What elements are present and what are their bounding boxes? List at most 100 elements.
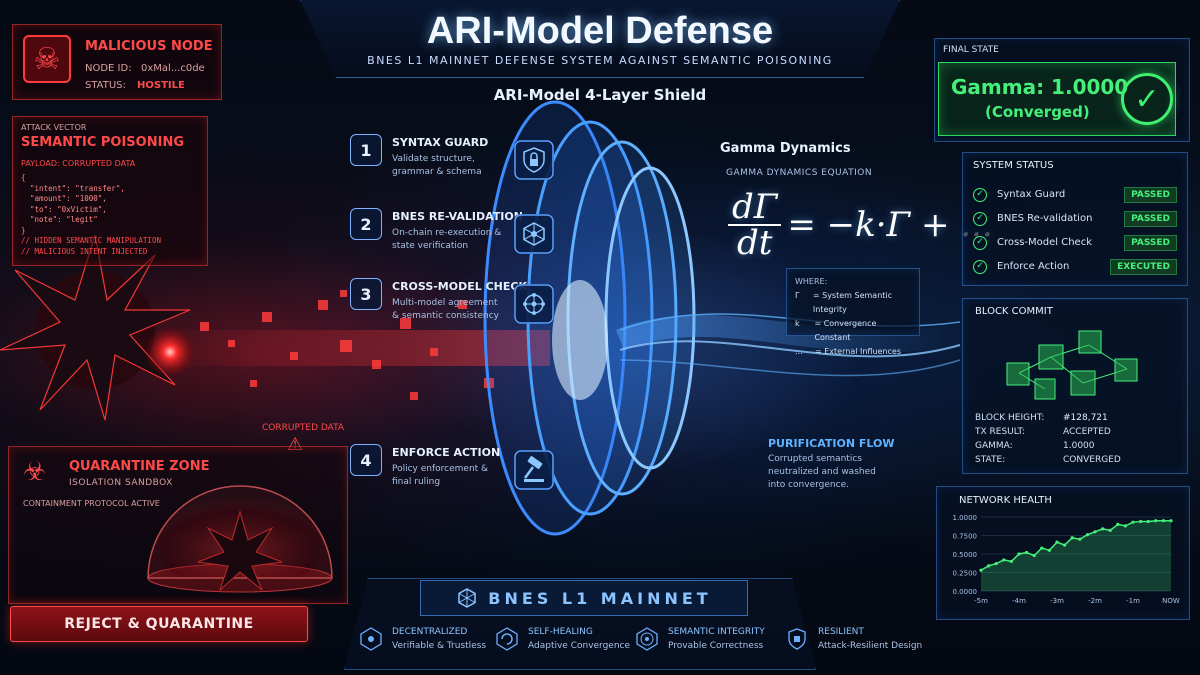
status-badge: PASSED — [1124, 187, 1177, 203]
biohazard-icon: ☣ — [23, 457, 47, 487]
y-tick-label: 0.0000 — [953, 588, 978, 596]
shield-layers — [483, 100, 696, 536]
data-point — [1108, 528, 1112, 532]
x-tick-label: -2m — [1088, 597, 1102, 605]
equation-legend: WHERE: Γ = System Semantic Integrity k =… — [786, 268, 920, 356]
data-point — [979, 568, 983, 572]
layer-number: 1 — [350, 134, 382, 166]
feature-desc: Verifiable & Trustless — [392, 641, 487, 651]
where-desc: = Convergence Constant — [814, 319, 877, 342]
check-circle-icon: ✓ — [1121, 73, 1173, 125]
quarantine-panel: ☣ QUARANTINE ZONE ISOLATION SANDBOX CONT… — [8, 446, 348, 604]
y-tick-label: 0.5000 — [953, 551, 978, 559]
layer-desc: On-chain re-execution & state verificati… — [392, 228, 502, 251]
gavel-icon — [514, 450, 554, 490]
reject-quarantine-button[interactable]: REJECT & QUARANTINE — [10, 606, 308, 642]
gamma-value: Gamma: 1.0000 — [951, 75, 1129, 99]
data-point — [1055, 540, 1059, 544]
check-icon: ✓ — [973, 260, 987, 274]
code-line: "to": "0xVictim", — [21, 204, 107, 214]
data-point — [1146, 519, 1150, 524]
y-tick-label: 0.2500 — [953, 570, 978, 578]
final-state-label: FINAL STATE — [943, 45, 999, 55]
data-point — [1002, 558, 1006, 562]
check-icon: ✓ — [973, 236, 987, 250]
data-point — [1169, 519, 1173, 523]
data-point — [1047, 548, 1051, 552]
block-commit-panel: BLOCK COMMIT BLOCK HEIGHT: #128,721 TX R… — [962, 298, 1188, 474]
data-point — [1131, 520, 1135, 524]
malicious-node-title: MALICIOUS NODE — [85, 39, 213, 54]
status-label: STATUS: — [85, 80, 126, 91]
feature-title: RESILIENT — [818, 627, 864, 637]
feature-desc: Attack-Resilient Design — [818, 641, 923, 651]
corrupted-data-label: CORRUPTED DATA — [262, 423, 345, 433]
status-label: BNES Re-validation — [997, 213, 1093, 224]
data-point — [1161, 519, 1165, 523]
where-desc: = System Semantic Integrity — [812, 291, 893, 314]
data-point — [1017, 552, 1021, 556]
code-line: } — [21, 225, 26, 235]
data-point — [1123, 524, 1127, 528]
feature-desc: Adaptive Convergence — [528, 641, 631, 651]
equation-numerator: dΓ — [728, 190, 782, 226]
data-point — [1154, 519, 1158, 523]
y-tick-label: 1.0000 — [953, 514, 978, 522]
mainnet-title: BNES L1 MAINNET — [420, 580, 748, 616]
code-line: "amount": "1000", — [21, 194, 107, 203]
where-symbol: Γ — [795, 291, 800, 300]
skull-icon: ☠ — [23, 35, 71, 83]
status-label: Syntax Guard — [997, 189, 1066, 200]
purification-desc: Corrupted semantics neutralized and wash… — [768, 454, 876, 490]
where-desc: = External Influences — [815, 347, 901, 356]
kv-key: GAMMA: — [975, 441, 1013, 451]
x-tick-label: -5m — [974, 597, 988, 605]
data-point — [1009, 559, 1013, 563]
containment-note: CONTAINMENT PROTOCOL ACTIVE — [23, 499, 160, 508]
where-row: Γ = System Semantic Integrity — [795, 289, 911, 317]
code-line: // HIDDEN SEMANTIC MANIPULATION — [21, 236, 161, 245]
tx-result-value: ACCEPTED — [1063, 427, 1111, 437]
feature-title: SEMANTIC INTEGRITY — [668, 627, 765, 637]
equation-fraction: dΓ dt — [728, 190, 782, 260]
equation-rhs: = −k·Γ + ... — [787, 205, 993, 245]
check-icon: ✓ — [973, 212, 987, 226]
health-area — [981, 520, 1171, 591]
shield-title: ARI-Model 4-Layer Shield — [493, 86, 707, 104]
x-tick-label: -1m — [1126, 597, 1140, 605]
status-badge: PASSED — [1124, 235, 1177, 251]
layer-desc: Multi-model agreement & semantic consist… — [392, 298, 500, 321]
where-label: WHERE: — [795, 277, 828, 286]
check-icon: ✓ — [973, 188, 987, 202]
layer-number: 2 — [350, 208, 382, 240]
code-line: // MALICIOUS INTENT INJECTED — [21, 246, 148, 256]
warning-icon: ⚠ — [287, 434, 304, 455]
gamma-equation: dΓ dt = −k·Γ + ... — [728, 190, 993, 260]
block-height-value: #128,721 — [1063, 413, 1108, 423]
data-point — [1063, 543, 1067, 547]
layer-number: 4 — [350, 444, 382, 476]
code-line: "note": "legit" — [21, 215, 98, 224]
layer-number: 3 — [350, 278, 382, 310]
decentralized-icon — [360, 627, 382, 651]
status-row: ✓ BNES Re-validation PASSED — [973, 210, 1177, 230]
block-commit-title: BLOCK COMMIT — [975, 306, 1053, 317]
data-point — [1070, 536, 1074, 540]
quarantine-dome — [147, 485, 333, 593]
cube-network-icon — [458, 588, 477, 608]
layer-title: SYNTAX GUARD — [392, 136, 489, 149]
page-title: ARI-Model Defense — [426, 10, 774, 52]
data-point — [1032, 553, 1036, 558]
kv-key: STATE: — [975, 455, 1006, 465]
node-id-value: 0xMal...c0de — [141, 63, 205, 74]
quarantine-title: QUARANTINE ZONE — [69, 459, 210, 474]
network-health-chart: 1.00000.75000.50000.25000.0000-5m-4m-3m-… — [953, 514, 1180, 605]
data-point — [1078, 537, 1082, 541]
payload-code: { "intent": "transfer", "amount": "1000"… — [21, 173, 161, 257]
feature-title: SELF-HEALING — [528, 627, 593, 637]
page-subtitle: BNES L1 MAINNET DEFENSE SYSTEM AGAINST S… — [367, 54, 833, 67]
feature-desc: Provable Correctness — [668, 641, 764, 651]
quarantine-subtitle: ISOLATION SANDBOX — [69, 478, 173, 488]
